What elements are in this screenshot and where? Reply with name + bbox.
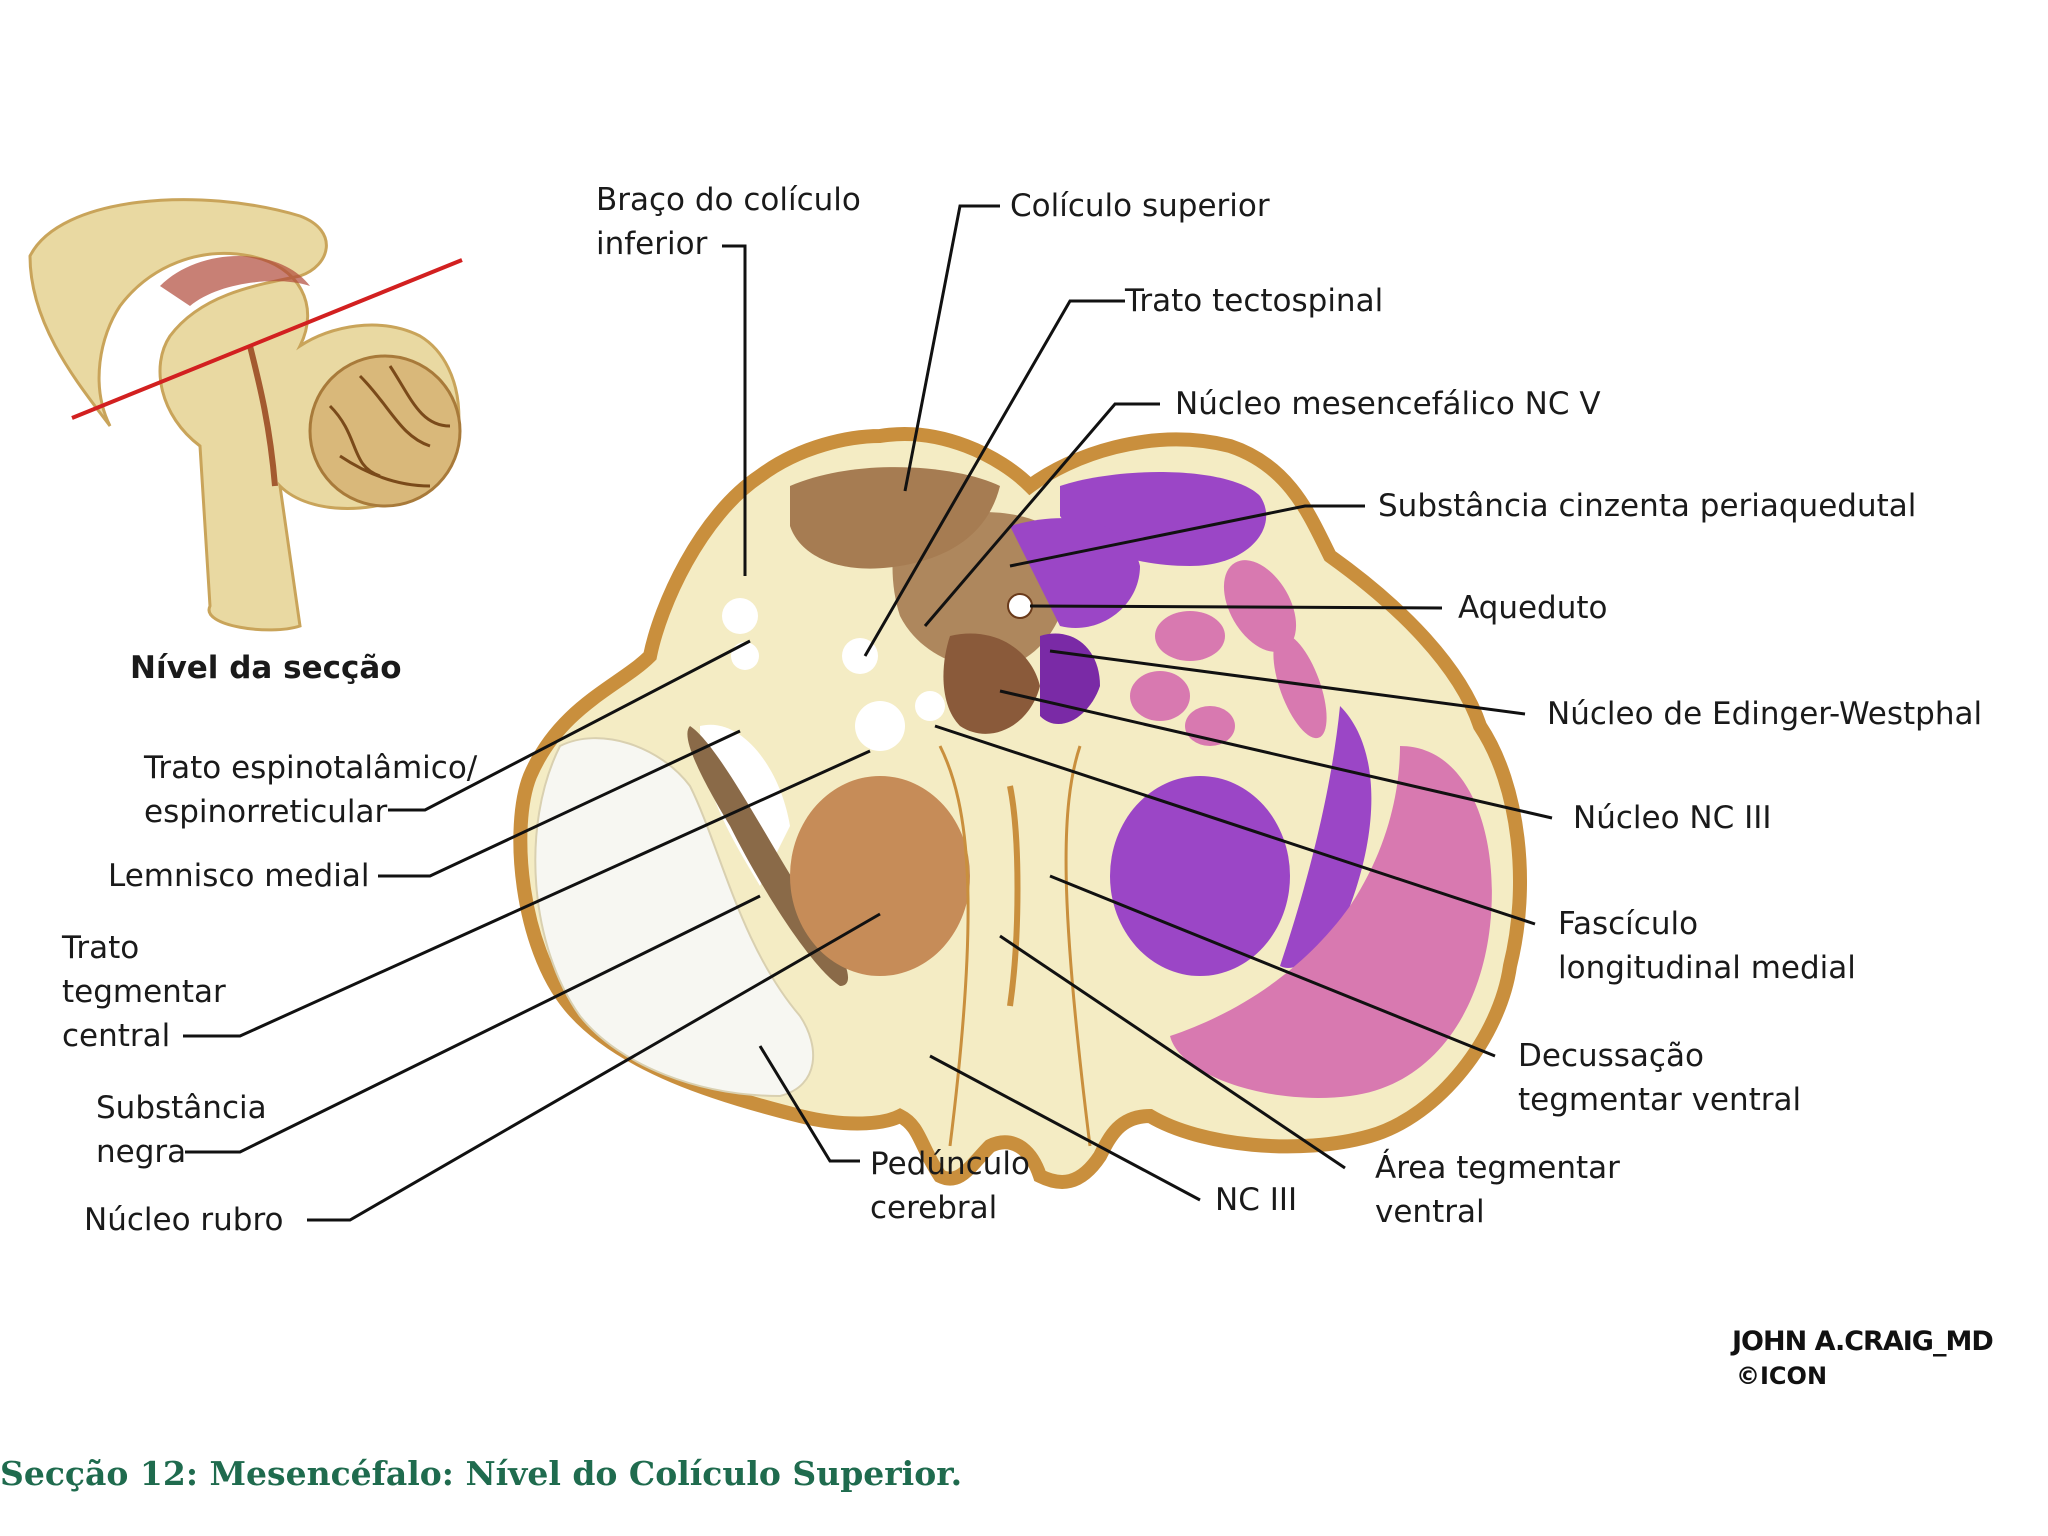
leader-lines [183,204,1553,1222]
figure: Nível da secção Braço do colículo inferi… [0,182,2048,1493]
label-coliculo-superior: Colículo superior [1010,188,1270,224]
label-fasciculo-longitudinal: Fascículo longitudinal medial [1558,906,1856,986]
label-nc-iii: NC III [1215,1182,1298,1218]
brain-illustration [28,198,1553,1222]
label-trato-tegmentar-central: Trato tegmentar central [62,930,226,1054]
label-pedunculo-cerebral: Pedúnculo cerebral [870,1146,1030,1226]
label-aqueduto: Aqueduto [1458,590,1608,626]
label-nivel-seccao: Nível da secção [130,650,402,686]
label-trato-tectospinal: Trato tectospinal [1125,283,1384,319]
artist-signature: JOHN A.CRAIG_MD [1732,1326,1994,1357]
figure-caption: Secção 12: Mesencéfalo: Nível do Colícul… [0,1454,963,1493]
label-lemnisco-medial: Lemnisco medial [108,858,370,894]
label-nucleo-nc-iii: Núcleo NC III [1573,800,1772,836]
label-nucleo-rubro: Núcleo rubro [84,1202,284,1238]
aqueduct-mark [1007,593,1033,619]
label-decussacao-tegmentar: Decussação tegmentar ventral [1518,1038,1802,1118]
midbrain-section [513,427,1527,1189]
section-level-line [71,258,463,420]
label-nucleo-mesencefalico: Núcleo mesencefálico NC V [1175,386,1601,422]
label-edinger-westphal: Núcleo de Edinger-Westphal [1547,696,1983,732]
sagittal-brain-thumbnail [28,198,463,632]
label-braco-coliculo-inferior: Braço do colículo inferior [596,182,861,262]
label-trato-espinotalamico: Trato espinotalâmico/ espinorreticular [144,750,478,830]
label-substancia-cinzenta: Substância cinzenta periaquedutal [1378,488,1917,524]
publisher-mark: ©ICON [1736,1362,1828,1390]
label-substancia-negra: Substância negra [96,1090,267,1170]
label-area-tegmentar: Área tegmentar ventral [1375,1150,1620,1230]
